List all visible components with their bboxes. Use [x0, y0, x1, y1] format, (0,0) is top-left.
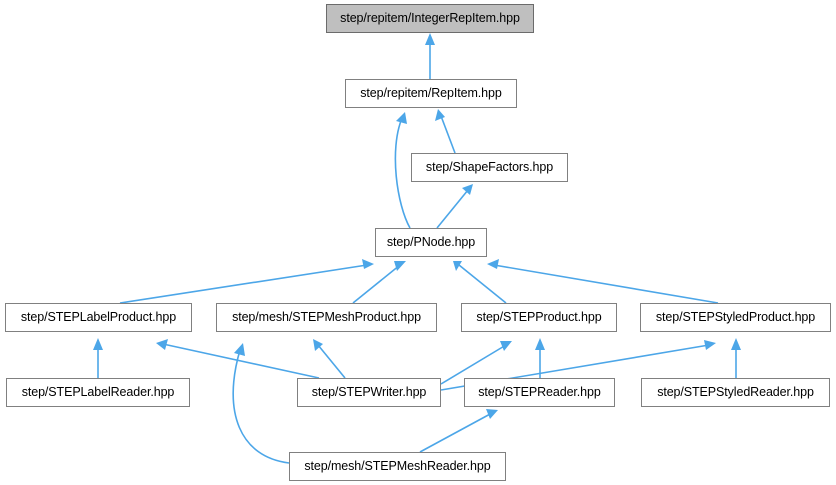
arrowhead-icon [731, 338, 741, 350]
node-inner-frame: step/mesh/STEPMeshProduct.hpp [217, 304, 436, 331]
edge-shapefactors-to-repitem [440, 115, 456, 154]
node-inner-frame: step/repitem/RepItem.hpp [346, 80, 516, 107]
graph-node-stepwriter[interactable]: step/STEPWriter.hpp [297, 378, 441, 407]
node-label: step/STEPStyledProduct.hpp [655, 310, 816, 325]
arrowhead-icon [453, 261, 462, 271]
arrowhead-icon [486, 409, 498, 419]
edge-pnode-to-shapefactors [436, 189, 469, 229]
node-label: step/STEPReader.hpp [478, 385, 601, 400]
edge-stepwriter-to-meshproduct [317, 344, 346, 379]
arrowhead-icon [462, 184, 473, 195]
node-label: step/STEPLabelReader.hpp [21, 385, 175, 400]
node-inner-frame: step/STEPLabelProduct.hpp [6, 304, 191, 331]
arrowhead-icon [435, 109, 445, 121]
arrowhead-icon [396, 112, 407, 124]
node-inner-frame: step/STEPWriter.hpp [298, 379, 440, 406]
edge-stepwriter-to-labelproduct [162, 343, 320, 379]
arrowhead-icon [313, 339, 323, 351]
graph-node-repitem[interactable]: step/repitem/RepItem.hpp [345, 79, 517, 108]
graph-node-integerrepitem[interactable]: step/repitem/IntegerRepItem.hpp [326, 4, 534, 33]
graph-node-styledreader[interactable]: step/STEPStyledReader.hpp [641, 378, 830, 407]
node-label: step/ShapeFactors.hpp [425, 160, 554, 175]
graph-node-stepreader[interactable]: step/STEPReader.hpp [464, 378, 615, 407]
node-label: step/STEPWriter.hpp [311, 385, 427, 400]
node-label: step/repitem/IntegerRepItem.hpp [340, 11, 520, 26]
arrowhead-icon [500, 341, 512, 351]
node-label: step/PNode.hpp [386, 235, 476, 250]
arrowhead-icon [535, 338, 545, 350]
node-label: step/STEPProduct.hpp [476, 310, 602, 325]
node-label: step/mesh/STEPMeshReader.hpp [304, 459, 491, 474]
edge-pnode-to-repitem [394, 117, 411, 229]
node-inner-frame: step/PNode.hpp [376, 229, 486, 256]
edge-meshproduct-to-pnode [352, 264, 401, 304]
node-inner-frame: step/mesh/STEPMeshReader.hpp [290, 453, 505, 480]
arrowhead-icon [362, 259, 374, 269]
edge-meshreader-to-meshproduct [232, 349, 290, 464]
node-label: step/repitem/RepItem.hpp [360, 86, 502, 101]
node-label: step/STEPLabelProduct.hpp [20, 310, 177, 325]
graph-node-pnode[interactable]: step/PNode.hpp [375, 228, 487, 257]
arrowhead-icon [234, 343, 245, 356]
graph-node-labelreader[interactable]: step/STEPLabelReader.hpp [6, 378, 190, 407]
graph-node-stepproduct[interactable]: step/STEPProduct.hpp [461, 303, 617, 332]
arrowhead-icon [156, 339, 168, 350]
node-label: step/STEPStyledReader.hpp [657, 385, 814, 400]
node-inner-frame: step/ShapeFactors.hpp [412, 154, 567, 181]
arrowhead-icon [425, 33, 435, 45]
node-inner-frame: step/STEPLabelReader.hpp [7, 379, 189, 406]
graph-node-labelproduct[interactable]: step/STEPLabelProduct.hpp [5, 303, 192, 332]
graph-node-styledproduct[interactable]: step/STEPStyledProduct.hpp [640, 303, 831, 332]
edge-stepproduct-to-pnode [458, 264, 507, 304]
arrowhead-icon [487, 259, 499, 269]
arrowhead-icon [704, 340, 716, 350]
node-label: step/mesh/STEPMeshProduct.hpp [232, 310, 421, 325]
edge-meshreader-to-stepreader [419, 412, 493, 453]
node-inner-frame: step/STEPProduct.hpp [462, 304, 616, 331]
node-inner-frame: step/STEPReader.hpp [465, 379, 614, 406]
graph-node-meshproduct[interactable]: step/mesh/STEPMeshProduct.hpp [216, 303, 437, 332]
graph-node-meshreader[interactable]: step/mesh/STEPMeshReader.hpp [289, 452, 506, 481]
node-inner-frame: step/STEPStyledProduct.hpp [641, 304, 830, 331]
graph-node-shapefactors[interactable]: step/ShapeFactors.hpp [411, 153, 568, 182]
node-inner-frame: step/STEPStyledReader.hpp [642, 379, 829, 406]
arrowhead-icon [394, 261, 406, 271]
edge-styledproduct-to-pnode [493, 264, 719, 304]
edge-stepwriter-to-stepproduct [440, 344, 507, 385]
edge-labelproduct-to-pnode [119, 264, 368, 304]
node-inner-frame: step/repitem/IntegerRepItem.hpp [327, 5, 533, 32]
arrowhead-icon [93, 338, 103, 350]
